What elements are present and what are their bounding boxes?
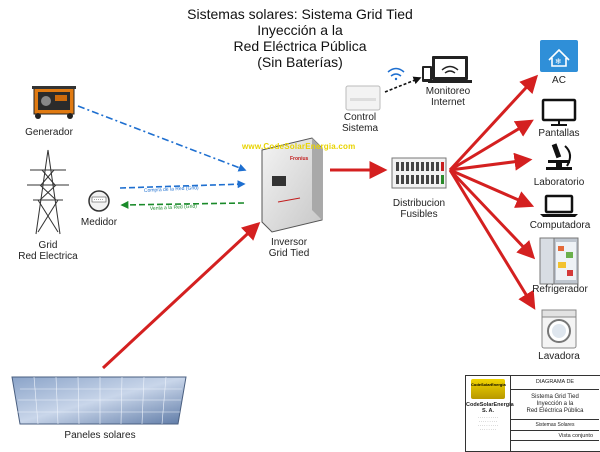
company-logo: CodeSolarEnergia CodeSolarEnergia S. A. … xyxy=(466,376,514,451)
block-footer xyxy=(511,442,599,450)
grid-label-line-2: Red Electrica xyxy=(18,251,78,262)
load-label-ac: AC xyxy=(552,75,566,86)
distribucion-label: Distribucion Fusibles xyxy=(384,198,454,220)
title-line-3: Red Eléctrica Pública xyxy=(233,38,367,54)
title-line-2: Inyección a la xyxy=(257,22,343,38)
solar-panels-icon xyxy=(11,376,187,425)
inversor-label-line-2: Grid Tied xyxy=(268,248,310,259)
meter-icon xyxy=(88,190,110,212)
red-power-arrows xyxy=(101,74,539,370)
svg-text:❄: ❄ xyxy=(555,57,562,66)
distribution-panel-icon xyxy=(391,157,447,189)
company-address: · · · · · · · · · · · · · · · · · · · · … xyxy=(477,416,499,432)
block-system-line-3: Red Eléctrica Pública xyxy=(526,408,584,414)
medidor-label: Medidor xyxy=(80,217,118,228)
distribucion-label-line-2: Fusibles xyxy=(400,209,438,220)
distribution-to-computadora-arrow xyxy=(449,168,535,208)
distribution-to-pantallas-arrow xyxy=(449,119,534,172)
watermark: www.CodeSolarEnergia.com xyxy=(242,142,356,151)
block-system-line-2: Inyección a la xyxy=(536,401,574,407)
compra-flow-line xyxy=(119,180,246,189)
diagram-title: Sistemas solares: Sistema Grid Tied Inye… xyxy=(0,6,600,70)
wifi-icon xyxy=(387,67,405,81)
transmission-tower-icon xyxy=(27,149,69,235)
company-name-line-2: S. A. xyxy=(481,408,495,414)
ac-icon: ❄ xyxy=(540,40,578,72)
distribution-to-lavadora-arrow xyxy=(448,169,536,310)
monitoreo-label-line-1: Monitoreo xyxy=(425,86,471,97)
block-system-line-1: Sistema Grid Tied xyxy=(531,394,579,400)
control-to-monitor-line xyxy=(384,76,422,93)
monitoreo-label-line-2: Internet xyxy=(431,97,465,108)
title-line-4: (Sin Baterías) xyxy=(257,54,343,70)
generator-icon xyxy=(32,86,76,119)
distribucion-label-line-1: Distribucion xyxy=(392,198,446,209)
control-label: Control Sistema xyxy=(330,112,390,134)
generator-flow-line xyxy=(77,105,247,172)
paneles-label: Paneles solares xyxy=(64,430,136,441)
title-line-1: Sistemas solares: Sistema Grid Tied xyxy=(187,6,413,22)
block-header: DIAGRAMA DE FUNCIONAMIENTO xyxy=(511,376,599,390)
control-label-line-1: Control xyxy=(343,112,377,123)
inversor-label-line-1: Inversor xyxy=(270,237,308,248)
distribution-to-laboratorio-arrow xyxy=(449,152,533,172)
grid-label-line-1: Grid xyxy=(38,240,58,251)
distribution-to-refrigerador-arrow xyxy=(448,168,536,260)
lavadora-icon xyxy=(541,309,577,349)
load-label-laboratorio: Laboratorio xyxy=(533,177,585,188)
compra-flow-label: Compra de la Red (Grid) xyxy=(144,185,199,194)
title-block: CodeSolarEnergia CodeSolarEnergia S. A. … xyxy=(465,375,600,452)
load-label-lavadora: Lavadora xyxy=(538,351,580,362)
refrigerador-icon xyxy=(539,237,579,285)
laboratorio-icon xyxy=(546,143,572,170)
distribution-to-ac-arrow xyxy=(448,74,539,172)
load-label-refrigerador: Refrigerador xyxy=(532,284,588,295)
load-label-computadora: Computadora xyxy=(529,220,591,231)
inverter-icon: Fronius xyxy=(261,137,323,233)
venta-flow-line xyxy=(120,200,245,209)
block-section: Sistemas Solares xyxy=(511,421,599,431)
inversor-label: Inversor Grid Tied xyxy=(254,237,324,259)
company-name-line-1: CodeSolarEnergia xyxy=(466,402,514,408)
grid-label: Grid Red Electrica xyxy=(8,240,88,262)
block-system: Sistema Grid Tied Inyección a la Red Elé… xyxy=(511,390,599,420)
control-box-icon xyxy=(345,85,381,111)
panel-to-inverter-arrow xyxy=(101,221,261,370)
monitoreo-label: Monitoreo Internet xyxy=(416,86,480,108)
monitoring-devices-icon xyxy=(422,56,472,83)
pantallas-icon xyxy=(541,98,577,126)
load-label-pantallas: Pantallas xyxy=(538,128,580,139)
svg-text:Fronius: Fronius xyxy=(290,156,309,162)
company-name: CodeSolarEnergia S. A. xyxy=(466,402,514,414)
computadora-icon xyxy=(540,194,578,217)
control-label-line-2: Sistema xyxy=(341,123,379,134)
venta-flow-label: Venta a la Red (Grid) xyxy=(150,204,198,212)
generador-label: Generador xyxy=(25,127,73,138)
block-view: Vista conjunto xyxy=(511,431,599,441)
company-logo-mark: CodeSolarEnergia xyxy=(471,379,506,399)
